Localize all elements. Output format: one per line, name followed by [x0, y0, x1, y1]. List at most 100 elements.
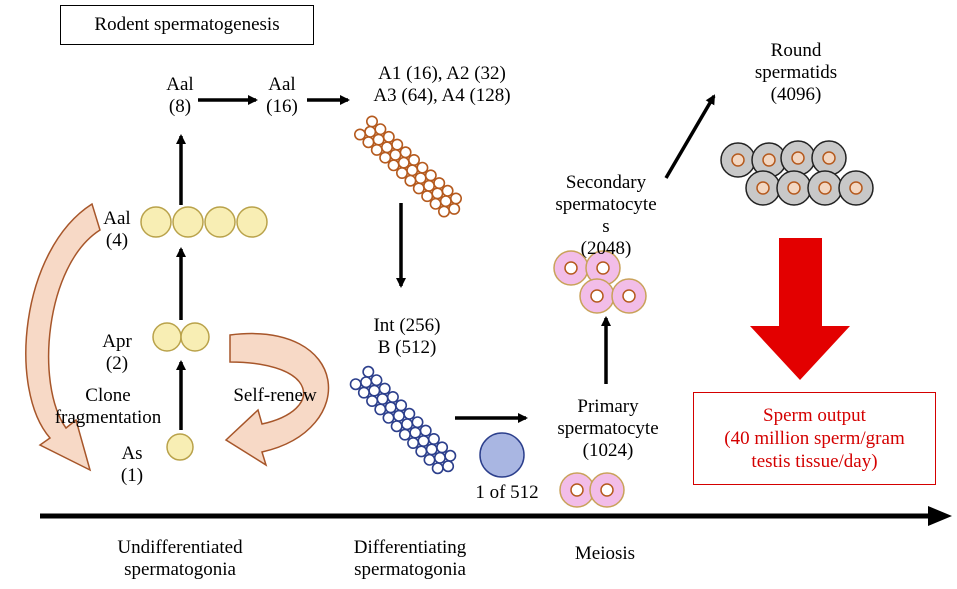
- b-spermatogonia-cell: [425, 443, 438, 456]
- b-spermatogonia-cell: [360, 376, 373, 389]
- b-spermatogonia-cell: [417, 434, 430, 447]
- a-spermatogonia-cell: [365, 115, 378, 128]
- b-spermatogonia-cell: [427, 432, 440, 445]
- a-spermatogonia-cell: [399, 146, 412, 159]
- a-spermatogonia-cell: [431, 187, 444, 200]
- a-spermatogonia-cell: [424, 169, 437, 182]
- b-spermatogonia-cell: [362, 365, 375, 378]
- a-spermatogonia-cell: [421, 190, 434, 203]
- a-spermatogonia-cell: [380, 141, 393, 154]
- apr-label: Apr(2): [102, 331, 132, 374]
- b-spermatogonia-cell: [378, 382, 391, 395]
- self-renew-label: Self-renew: [233, 385, 317, 406]
- arrow-secondary-to-round: [664, 94, 716, 179]
- b-spermatogonia-cell: [357, 386, 370, 399]
- sperm-output-red-arrow: [750, 238, 850, 380]
- b-spermatogonia-cell: [368, 384, 381, 397]
- a-spermatogonia-cell: [416, 161, 429, 174]
- meiosis-label: Meiosis: [574, 543, 636, 564]
- round-spermatid-cells: [720, 140, 874, 206]
- b-spermatogonia-cell: [374, 403, 387, 416]
- a-spermatogonia-cell: [353, 128, 366, 141]
- b-spermatogonia-cell: [409, 426, 422, 439]
- aal4-cell-3: [204, 206, 236, 238]
- a-spermatogonia-cell: [374, 123, 387, 136]
- aal4-cell-1: [140, 206, 172, 238]
- b-spermatogonia-cell: [395, 399, 408, 412]
- b-spermatogonia-cell: [433, 451, 446, 464]
- apr-cell-1: [152, 322, 182, 352]
- aal4-cell-4: [236, 206, 268, 238]
- a-spermatogonia-cell: [372, 133, 385, 146]
- b-spermatogonia-cell: [415, 445, 428, 458]
- b-spermatogonia-cell: [384, 401, 397, 414]
- a-spermatogonia-cell: [449, 192, 462, 205]
- b-spermatogonia-cell: [407, 436, 420, 449]
- b-spermatogonia-cell: [392, 409, 405, 422]
- b-spermatogonia-cell: [398, 428, 411, 441]
- self-renew-swoosh: [224, 332, 330, 467]
- aal8-label: Aal(8): [166, 74, 194, 117]
- b-spermatogonia-cell: [444, 449, 457, 462]
- a-spermatogonia-cell: [439, 195, 452, 208]
- a-spermatogonia-cell: [387, 159, 400, 172]
- as-label: As(1): [120, 443, 144, 486]
- b-spermatogonia-cell: [370, 374, 383, 387]
- b-spermatogonia-cell: [423, 453, 436, 466]
- b-spermatogonia-cell: [442, 460, 455, 473]
- a-spermatogonia-cell: [406, 164, 419, 177]
- b-spermatogonia-cell: [436, 441, 449, 454]
- b-spermatogonia-cell: [382, 411, 395, 424]
- a-spermatogonia-cell: [379, 151, 392, 164]
- a-spermatogonia-cell: [412, 182, 425, 195]
- a-spermatogonia-cell: [448, 202, 461, 215]
- timeline-arrowhead: [928, 506, 952, 526]
- b-spermatogonia-cell: [419, 424, 432, 437]
- a-spermatogonia-label: A1 (16), A2 (32)A3 (64), A4 (128): [373, 63, 511, 106]
- b-spermatogonia-cell: [390, 420, 403, 433]
- a-spermatogonia-cell: [389, 148, 402, 161]
- aal4-cell-2: [172, 206, 204, 238]
- single-b-cell: [479, 432, 525, 478]
- a-spermatogonia-cell: [395, 167, 408, 180]
- a-spermatogonia-cell: [391, 138, 404, 151]
- b-spermatogonia-cell: [386, 390, 399, 403]
- a-spermatogonia-cell: [414, 172, 427, 185]
- a-spermatogonia-cell: [407, 154, 420, 167]
- b-spermatogonia-cell: [366, 394, 379, 407]
- aal16-label: Aal(16): [266, 74, 298, 117]
- a-spermatogonia-cell: [437, 205, 450, 218]
- aal4-label: Aal(4): [103, 208, 131, 251]
- a-spermatogonia-cell: [397, 156, 410, 169]
- b-spermatogonia-cluster: [349, 365, 457, 475]
- a-spermatogonia-cell: [370, 143, 383, 156]
- a-spermatogonia-cell: [433, 177, 446, 190]
- b-spermatogonia-cell: [349, 378, 362, 391]
- a-spermatogonia-cell: [422, 179, 435, 192]
- a-spermatogonia-cell: [404, 174, 417, 187]
- a-spermatogonia-cluster: [353, 115, 462, 218]
- diagram-title: Rodent spermatogenesis: [60, 5, 314, 45]
- a-spermatogonia-cell: [364, 125, 377, 138]
- b-spermatogonia-cell: [376, 392, 389, 405]
- as-cell: [166, 433, 194, 461]
- apr-cell-2: [180, 322, 210, 352]
- a-spermatogonia-cell: [441, 184, 454, 197]
- secondary-spermatocyte-cells: [553, 250, 647, 314]
- one-of-512-label: 1 of 512: [475, 482, 539, 503]
- int-b-label: Int (256)B (512): [373, 315, 441, 358]
- clone-fragmentation-swoosh: [25, 202, 101, 472]
- b-spermatogonia-cell: [431, 462, 444, 475]
- a-spermatogonia-cell: [429, 197, 442, 210]
- a-spermatogonia-cell: [362, 136, 375, 149]
- primary-spermatocyte-cells: [559, 472, 625, 508]
- b-spermatogonia-cell: [403, 407, 416, 420]
